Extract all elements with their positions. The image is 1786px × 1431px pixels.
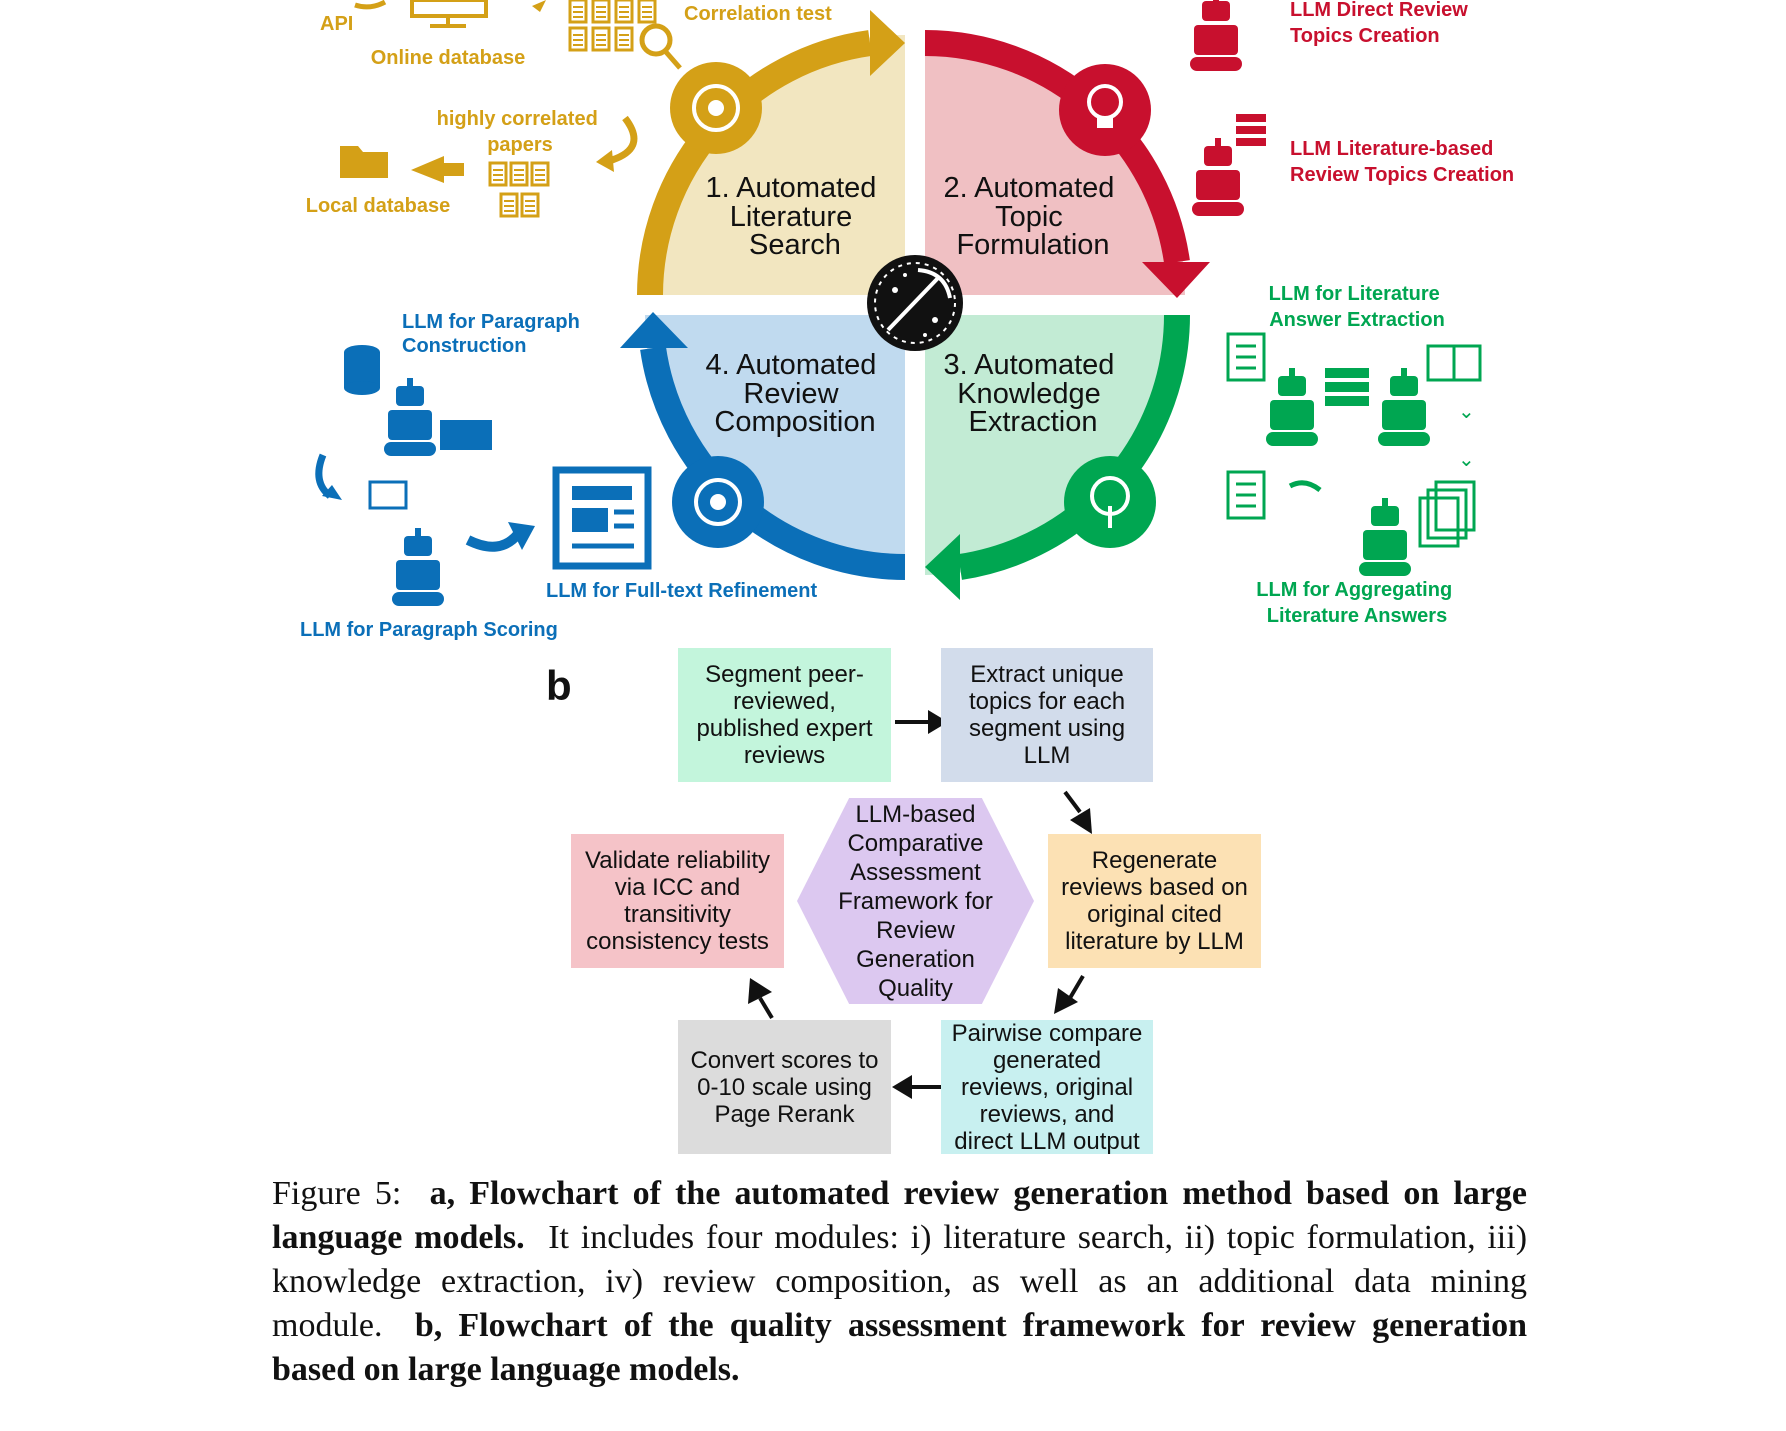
caption-b-title: b, Flowchart of the quality assessment f… [272,1307,1527,1388]
arrow-to-docs-icon [532,0,546,12]
curved-arrow-head [596,150,614,172]
online-database-label: Online database [371,47,526,69]
quadrant-2-label: 2. Automated Topic Formulation [944,172,1123,261]
segment-step-box: Segment peer-reviewed, published expert … [678,648,891,782]
robot-direct-icon [1190,0,1242,71]
direct-topics-label: LLM Direct Review Topics Creation [1290,0,1473,47]
right-curved-arrowhead [508,522,535,550]
curved-down-arrowhead [322,485,342,500]
correlated-papers-icon [488,161,550,218]
regenerate-step-box: Regenerate reviews based on original cit… [1048,834,1261,968]
chart-board-icon [368,480,408,510]
curved-arrow-icon [610,115,638,164]
arrowhead-literature-search [870,10,905,76]
validate-step-box: Validate reliability via ICC and transit… [571,834,784,968]
paragraph-construction-label: LLM for Paragraph Construction [402,311,585,357]
api-label: API [320,13,353,35]
highly-correlated-label: highly correlated papers [437,108,604,156]
arrow-regenerate-to-pairwise [1068,974,1085,1000]
chevron-down-icon: ⌄ [1458,401,1475,423]
arrowhead-segment-to-extract [928,710,948,734]
robot-literature-icon [1192,138,1244,216]
local-database-label: Local database [306,195,451,217]
open-book-icon [1426,344,1482,382]
arrow-convert-to-validate [758,996,774,1020]
checklist-icon [1226,332,1266,382]
answer-extraction-label: LLM for Literature Answer Extraction [1269,283,1446,331]
robot-reader-icon [1378,368,1430,446]
figure-caption: Figure 5: a, Flowchart of the automated … [272,1172,1527,1392]
caption-a-title: a, Flowchart of the automated review gen… [272,1175,1527,1256]
quadrant-1-label: 1. Automated Literature Search [706,172,885,261]
typewriter-icon [440,420,492,450]
magnifier-icon [639,23,682,70]
correlation-test-label: Correlation test [684,3,832,25]
full-text-refinement-label: LLM for Full-text Refinement [546,580,817,602]
quadrant-topic-formulation [925,35,1185,295]
quadrant-literature-search [645,35,905,295]
arrowhead-convert-to-validate [748,978,772,1004]
robot-extract-icon [1266,368,1318,446]
arrowhead-extract-to-regenerate [1070,808,1092,834]
left-arrow-icon [411,156,464,183]
document-stack-icon [1418,480,1476,548]
quadrant-3-label: 3. Automated Knowledge Extraction [944,349,1123,438]
curved-back-arrow-icon [1288,480,1322,493]
literature-topics-label: LLM Literature-based Review Topics Creat… [1290,138,1514,186]
extract-step-box: Extract unique topics for each segment u… [941,648,1153,782]
server-stack-icon [1325,368,1369,406]
aggregating-answers-label: LLM for Aggregating Literature Answers [1256,579,1457,627]
books-icon [1236,114,1266,146]
document-page-icon [552,466,652,570]
panel-b-label: b [546,662,572,709]
topic-lightbulb-icon [1059,64,1151,156]
folder-icon [340,146,388,178]
pairwise-step-box: Pairwise compare generated reviews, orig… [941,1020,1153,1155]
data-mining-icon [867,255,963,351]
quadrant-knowledge-extraction [925,315,1185,575]
paragraph-scoring-label: LLM for Paragraph Scoring [300,619,558,641]
chevron-down-icon-2: ⌄ [1458,449,1475,471]
quadrant-4-label: 4. Automated Review Composition [706,349,885,438]
arrowhead-review-composition [620,312,688,348]
monitor-icon [410,0,488,28]
arrow-extract-to-regenerate [1063,790,1082,814]
robot-construction-icon [384,378,436,456]
caption-prefix: Figure 5: [272,1175,402,1212]
right-curved-arrow-icon [465,530,522,552]
arrowhead-pairwise-to-convert [892,1075,912,1099]
api-arrow-icon [354,0,387,10]
knowledge-tree-icon [1064,456,1156,548]
arrowhead-topic-formulation [1142,262,1210,298]
convert-step-box: Convert scores to 0-10 scale using Page … [678,1020,891,1154]
checklist-2-icon [1226,470,1266,520]
quadrant-review-composition [645,315,905,575]
robot-aggregate-icon [1359,498,1411,576]
database-icon [344,345,380,395]
arrowhead-regenerate-to-pairwise [1054,988,1078,1014]
framework-center-hexagon: LLM-based Comparative Assessment Framewo… [797,798,1034,1004]
caption-a-text: It includes four modules: i) literature … [272,1219,1528,1344]
arrowhead-knowledge-extraction [925,534,960,600]
panel-a-diagram: 1. Automated Literature Search 2. Automa… [300,0,1514,1099]
composition-brain-icon [672,456,764,548]
literature-search-brain-icon [670,62,762,154]
robot-scoring-icon [392,528,444,606]
